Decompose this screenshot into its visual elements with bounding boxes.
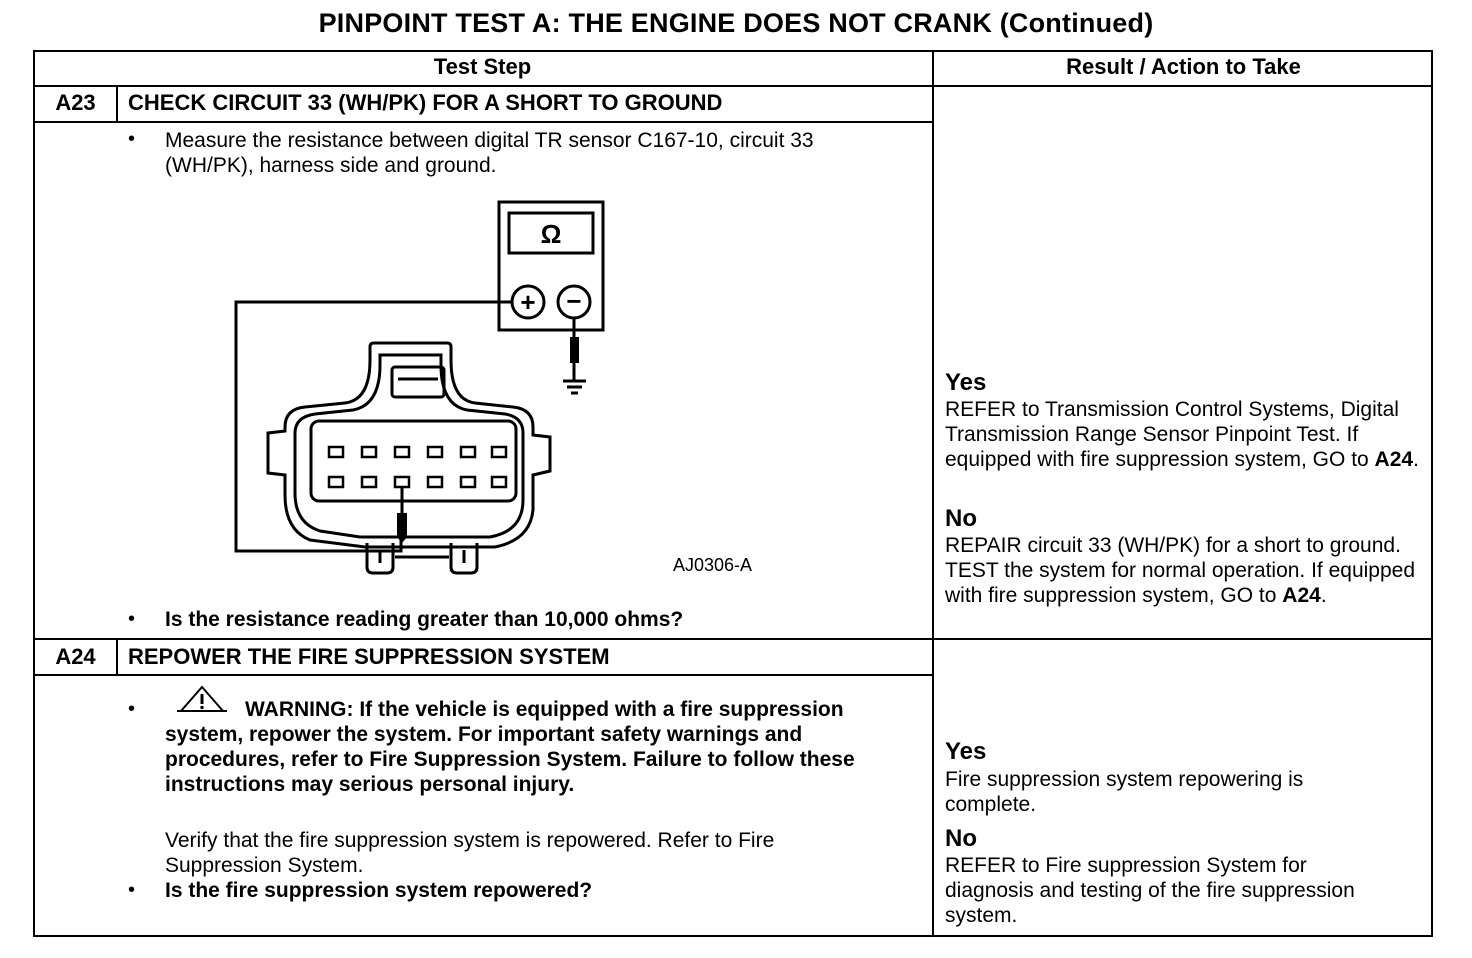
pinpoint-table xyxy=(33,50,1433,937)
step-id-a24: A24 xyxy=(55,644,96,669)
a23-title-divider xyxy=(33,121,932,123)
bullet: • xyxy=(128,128,136,150)
a23-no-label: No xyxy=(945,505,977,532)
a23-id-divider xyxy=(116,85,118,122)
figure-label: AJ0306-A xyxy=(673,555,753,575)
bullet: • xyxy=(128,608,136,630)
probe-tip-positive xyxy=(397,513,407,543)
probe-tip-negative xyxy=(570,337,579,363)
a23-question: Is the resistance reading greater than 1… xyxy=(165,608,684,631)
a23-yes-text: REFER to Transmission Control Systems, D… xyxy=(945,398,1419,471)
positive-lead xyxy=(234,300,512,553)
page-title: PINPOINT TEST A: THE ENGINE DOES NOT CRA… xyxy=(318,8,1154,38)
header-result-action: Result / Action to Take xyxy=(1066,54,1301,79)
a24-warning: WARNING: If the vehicle is equipped with… xyxy=(165,698,855,796)
step-divider xyxy=(33,638,1433,640)
a24-yes-text: Fire suppression system repowering is co… xyxy=(945,768,1304,816)
a24-instruction: Verify that the fire suppression system … xyxy=(165,829,775,877)
a23-no-text: REPAIR circuit 33 (WH/PK) for a short to… xyxy=(945,534,1416,607)
ohmmeter-connector-diagram: Ω + − xyxy=(234,200,605,575)
a24-title-divider xyxy=(33,674,932,676)
step-id-a23: A23 xyxy=(55,90,96,115)
a23-yes-label: Yes xyxy=(945,369,987,396)
a24-no-text: REFER to Fire suppression System for dia… xyxy=(945,854,1355,927)
step-title-a24: REPOWER THE FIRE SUPPRESSION SYSTEM xyxy=(128,644,610,669)
header-divider xyxy=(33,85,1433,87)
column-divider xyxy=(932,50,934,937)
a24-id-divider xyxy=(116,638,118,675)
a24-no-label: No xyxy=(945,825,977,852)
a24-question: Is the fire suppression system repowered… xyxy=(165,879,593,902)
c167-connector xyxy=(266,341,552,575)
ohmmeter-display xyxy=(507,211,595,255)
a23-instruction: Measure the resistance between digital T… xyxy=(165,129,814,177)
goto-a24: A24 xyxy=(1282,584,1321,607)
connector-pins xyxy=(327,445,508,489)
ohm-symbol: Ω xyxy=(541,219,562,249)
minus-symbol: − xyxy=(566,286,581,316)
step-title-a23: CHECK CIRCUIT 33 (WH/PK) FOR A SHORT TO … xyxy=(128,90,723,115)
header-test-step: Test Step xyxy=(433,54,532,79)
goto-a24: A24 xyxy=(1374,448,1414,471)
warning-icon xyxy=(177,685,227,712)
bullet: • xyxy=(128,879,136,901)
a24-yes-label: Yes xyxy=(945,738,987,765)
bullet: • xyxy=(128,698,136,720)
plus-symbol: + xyxy=(520,287,535,317)
